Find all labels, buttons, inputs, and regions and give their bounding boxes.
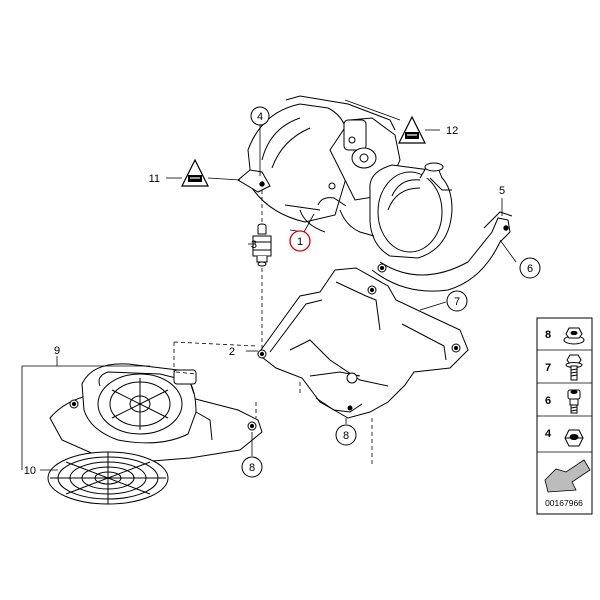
fan-grille[interactable]: [47, 451, 169, 505]
callout-11[interactable]: 11: [149, 173, 160, 185]
hardware-item[interactable]: 4: [545, 428, 584, 447]
callout-1[interactable]: 1: [289, 230, 311, 252]
callout-3[interactable]: 3: [251, 239, 257, 251]
callout-8[interactable]: 8: [335, 424, 357, 446]
warning-icon: [398, 115, 426, 144]
warning-icon: [181, 158, 209, 187]
callout-label: 8: [249, 462, 255, 474]
callout-2[interactable]: 2: [229, 346, 235, 358]
power-steering-pump-assembly[interactable]: [237, 95, 513, 292]
hardware-item[interactable]: 6: [545, 389, 581, 414]
hex-nut-flange-icon: [563, 327, 585, 345]
callout-6[interactable]: 6: [519, 257, 541, 279]
leader-lines: [21, 99, 517, 471]
callout-5[interactable]: 5: [499, 185, 505, 197]
callout-label: 1: [297, 236, 303, 248]
hex-bolt-icon: [565, 354, 583, 381]
callout-12[interactable]: 12: [446, 125, 458, 137]
hardware-label: 6: [545, 395, 551, 407]
callout-9[interactable]: 9: [54, 345, 60, 357]
callout-7[interactable]: 7: [446, 290, 468, 312]
hardware-label: 8: [545, 329, 551, 341]
callout-label: 7: [454, 296, 460, 308]
callout-10[interactable]: 10: [24, 465, 36, 477]
hex-nut-icon: [564, 429, 584, 447]
document-id: 00167966: [545, 498, 583, 508]
callout-label: 6: [527, 263, 533, 275]
callout-8[interactable]: 8: [241, 456, 263, 478]
hardware-item[interactable]: 7: [545, 354, 583, 381]
hardware-label: 4: [545, 428, 552, 440]
rubber-mount[interactable]: [252, 223, 272, 267]
callout-label: 4: [257, 111, 263, 123]
callout-4[interactable]: 4: [250, 106, 270, 126]
direction-arrow-icon: [544, 459, 591, 493]
collar-bolt-icon: [567, 389, 581, 414]
carrier-bracket[interactable]: [257, 267, 469, 419]
hardware-panel: 8 7 6: [536, 317, 593, 515]
cooling-fan-assembly[interactable]: [47, 363, 263, 505]
hardware-item[interactable]: 8: [545, 327, 585, 345]
callout-label: 8: [343, 430, 349, 442]
hardware-label: 7: [545, 362, 551, 374]
